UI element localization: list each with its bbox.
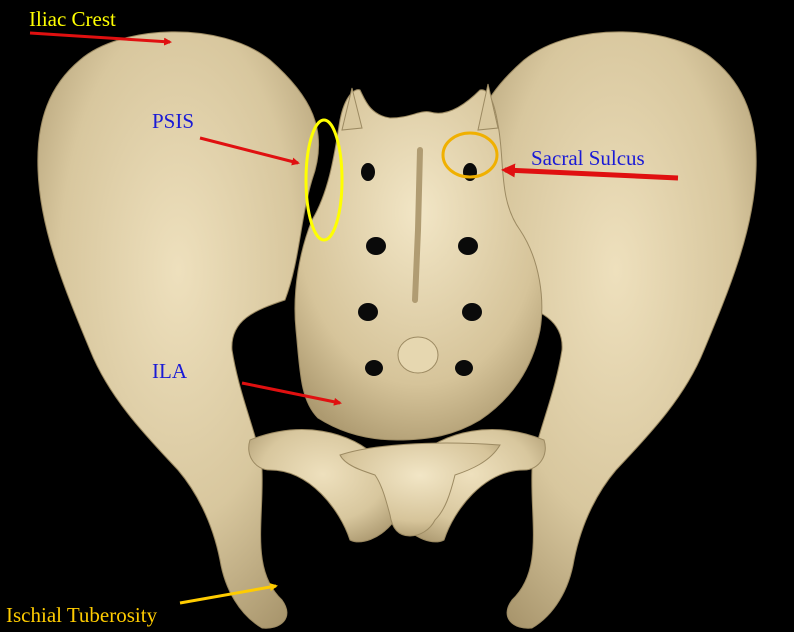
ila-label: ILA xyxy=(152,361,187,382)
sacral-sulcus-label: Sacral Sulcus xyxy=(531,148,645,169)
sacral-foramen xyxy=(455,360,473,376)
sacral-foramen xyxy=(462,303,482,321)
sacral-foramen xyxy=(358,303,378,321)
sacral-foramen xyxy=(365,360,383,376)
ischial-tuberosity-label: Ischial Tuberosity xyxy=(6,605,157,626)
iliac-crest-label: Iliac Crest xyxy=(29,9,116,30)
psis-label: PSIS xyxy=(152,111,194,132)
sacral-foramen xyxy=(458,237,478,255)
sacral-foramen xyxy=(361,163,375,181)
sacral-foramen xyxy=(366,237,386,255)
sacral-tubercle xyxy=(398,337,438,373)
